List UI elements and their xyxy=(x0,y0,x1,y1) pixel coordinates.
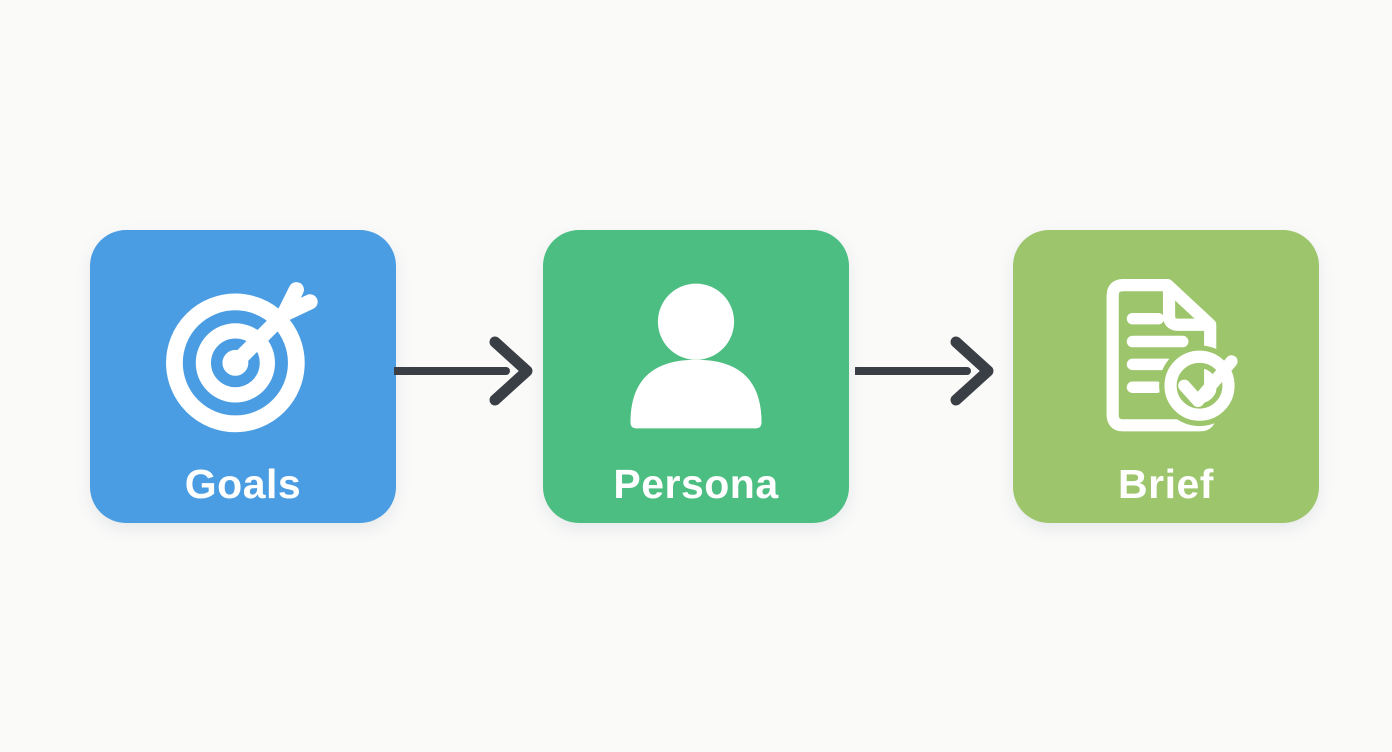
step-card-persona: Persona xyxy=(543,230,849,523)
step-card-goals: Goals xyxy=(90,230,396,523)
step-card-brief: Brief xyxy=(1013,230,1319,523)
step-label: Brief xyxy=(1118,461,1214,507)
step-label: Persona xyxy=(613,461,779,507)
step-label: Goals xyxy=(184,461,302,507)
flow-arrow-right-1 xyxy=(394,336,533,406)
user-icon xyxy=(630,283,762,429)
target-dart-icon xyxy=(166,282,318,433)
document-check-icon xyxy=(1106,279,1240,432)
flow-arrow-right-2 xyxy=(855,336,994,406)
